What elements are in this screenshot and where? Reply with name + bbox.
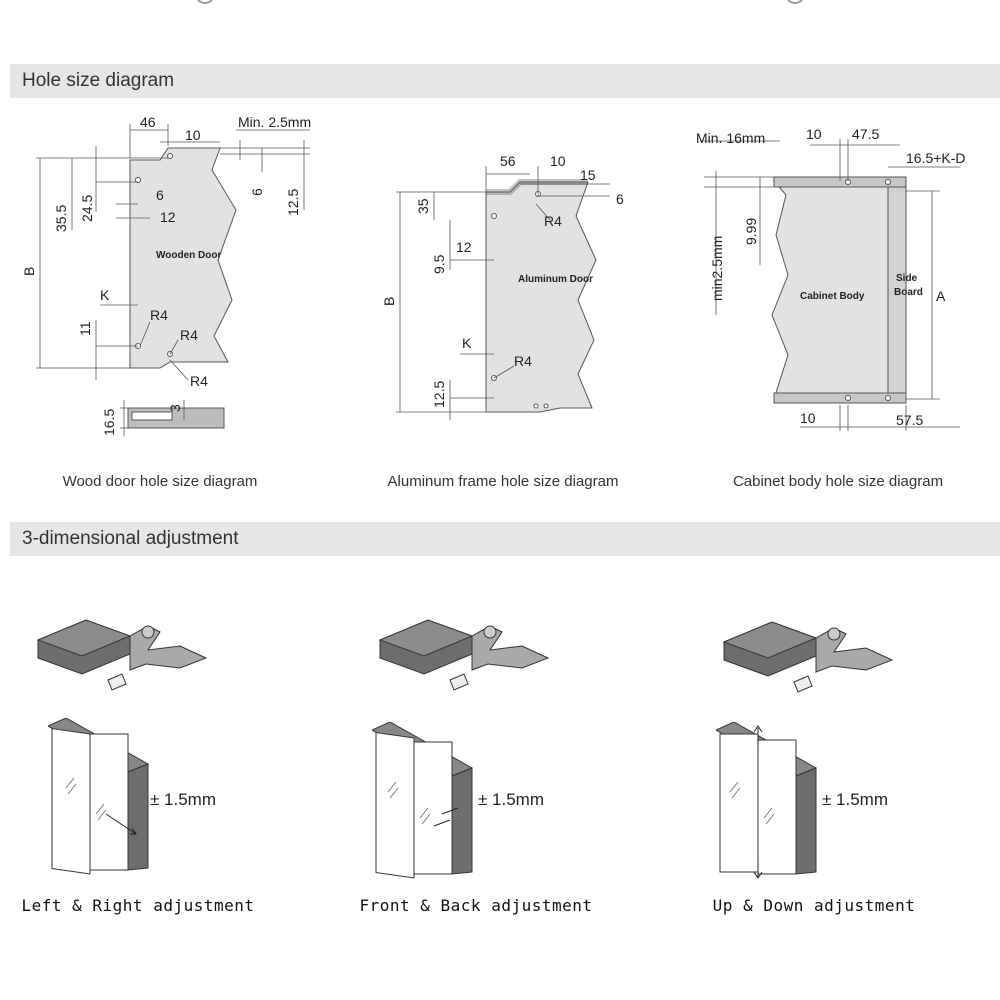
wood-door-caption: Wood door hole size diagram [62,473,258,490]
aluminum-door-label: Aluminum Door [518,274,593,285]
dim-24-5: 24.5 [79,195,95,222]
hinge-illustration-front-back [378,619,550,691]
dim-r4a: R4 [544,213,562,229]
front-back-caption: Front & Back adjustment [359,896,593,915]
dim-57-5: 57.5 [896,412,923,428]
cabinet-front-back [372,722,474,879]
dim-16-5-k-d: 16.5+K-D [906,150,966,166]
wood-door-diagram: 46 10 Min. 2.5mm 35.5 24.5 6 12 6 12.5 B… [21,114,311,436]
dim-12: 12 [160,209,176,225]
cabinet-body-label: Cabinet Body [800,291,865,302]
tolerance-front-back: ± 1.5mm [478,790,545,809]
dim-6: 6 [616,191,624,207]
dim-56: 56 [500,153,516,169]
dim-12: 12 [456,239,472,255]
dim-6a: 6 [156,187,164,203]
cabinet-body-diagram: Min. 16mm 10 47.5 16.5+K-D min2.5mm 9.99… [696,126,966,431]
dim-3: 3 [167,404,183,412]
left-right-caption: Left & Right adjustment [21,896,255,915]
up-down-caption: Up & Down adjustment [712,896,916,915]
dim-10a: 10 [806,126,822,142]
dim-6b: 6 [249,188,265,196]
dim-16-5: 16.5 [101,409,117,436]
cabinet-body-panel [771,180,889,400]
dim-47-5: 47.5 [852,126,879,142]
dim-r4b: R4 [514,353,532,369]
aluminum-frame-caption: Aluminum frame hole size diagram [387,473,619,490]
hinge-illustration-left-right [36,619,208,691]
dim-min-16: Min. 16mm [696,130,765,146]
dim-9-5: 9.5 [431,254,447,274]
tolerance-up-down: ± 1.5mm [822,790,889,809]
dim-k: K [462,335,472,351]
dim-min: Min. 2.5mm [238,114,311,130]
dim-12-5: 12.5 [431,381,447,408]
dim-15: 15 [580,167,596,183]
wooden-door-panel [129,147,237,369]
wooden-door-label: Wooden Door [156,250,221,261]
dim-35-5: 35.5 [53,205,69,232]
dim-k: K [100,287,110,303]
dim-46: 46 [140,114,156,130]
aluminum-door-panel [485,181,597,413]
hole-size-section-bar: Hole size diagram [10,64,1000,98]
dim-r4a: R4 [150,307,168,323]
dim-10: 10 [185,127,201,143]
section-title: 3-dimensional adjustment [22,528,239,549]
dim-10b: 10 [800,410,816,426]
dim-35: 35 [415,198,431,214]
dim-10: 10 [550,153,566,169]
side-board-label-2: Board [894,287,923,298]
cabinet-body-caption: Cabinet body hole size diagram [732,473,944,490]
tolerance-left-right: ± 1.5mm [150,790,217,809]
section-title: Hole size diagram [22,70,175,91]
dim-r4c: R4 [190,373,208,389]
cabinet-left-right [48,718,150,875]
dim-11: 11 [77,321,93,336]
dim-9-99: 9.99 [743,218,759,245]
dim-b: B [21,267,37,276]
dim-a: A [936,288,946,304]
side-board-label: Side [896,273,918,284]
dim-b: B [381,297,397,306]
dim-r4b: R4 [180,327,198,343]
dim-12-5: 12.5 [285,189,301,216]
cabinet-up-down [716,722,818,879]
adjustment-section-bar: 3-dimensional adjustment [10,522,1000,556]
hinge-illustration-up-down [722,621,894,693]
dim-min-2-5: min2.5mm [709,236,725,301]
top-partial-marks [197,0,803,4]
aluminum-frame-diagram: 56 10 15 35 6 R4 12 9.5 B Aluminum Door … [381,153,624,420]
